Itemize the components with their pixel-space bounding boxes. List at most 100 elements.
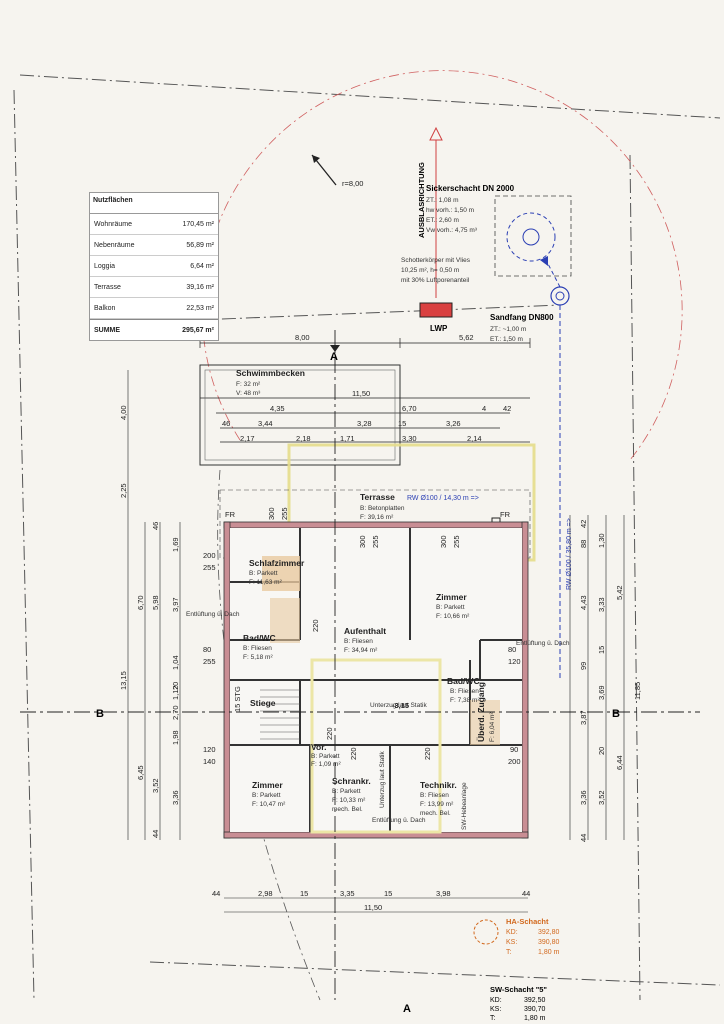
opening-220-3: 220 [349,747,358,760]
room-zimmer2-b: B: Parkett [252,792,281,799]
dim-right-5: 3,33 [597,597,606,612]
room-aufenthalt-f: F: 34,94 m² [344,647,378,654]
room-schlafzimmer-name: Schlafzimmer [249,558,305,568]
sw-schacht-block: SW-Schacht "5" KD: 392,50 KS: 390,70 T: … [490,985,547,1022]
dim-left-3: 6,70 [136,595,145,610]
room-badwc1-b: B: Fliesen [243,645,272,652]
fr-label-2: FR [500,510,511,519]
room-badwc2-b: B: Fliesen [450,688,479,695]
opening-220-4: 220 [423,747,432,760]
dim-top-17: 4 [482,404,486,413]
row-value: 39,16 m² [186,283,214,291]
row-label: Nebenräume [94,241,135,249]
room-stiege-name: Stiege [250,698,276,708]
dim-top-14: 2,14 [467,434,482,443]
zugang-highlight [470,700,500,745]
dim-left-12: 2,70 [171,705,180,720]
room-badwc1-f: F: 5,18 m² [243,654,273,661]
sandfang-l1: ZT.: ~1,00 m [490,326,526,333]
schotter-l3: mit 30% Luftporenanteil [401,277,470,284]
room-badwc2-name: Bad/WC [447,676,480,686]
dim-left-14: 3,52 [151,778,160,793]
dim-top-6: 42 [503,404,511,413]
dim-top-8: 3,28 [357,419,372,428]
rw-pipe-to-sickerschacht [545,259,561,288]
dim-left-6: 46 [151,522,160,530]
dim-top-13: 3,30 [402,434,417,443]
dim-right-8: 3,69 [597,685,606,700]
note-unterzug-1: Unterzug laut Statik [370,702,427,709]
ha-ks-label: KS: [506,939,517,946]
opening-300-3: 300 [439,535,448,548]
room-aufenthalt-name: Aufenthalt [344,626,386,636]
section-b-right: B [612,708,620,720]
lwp-label: LWP [430,324,448,333]
note-unterzug-2: Unterzug laut Statik [379,751,386,808]
dim-top-9: 3,26 [446,419,461,428]
dim-right-16: 20 [597,747,606,755]
pool [199,364,401,466]
dim-bottom-5: 15 [384,889,392,898]
sickerschacht-circle [506,212,556,262]
room-technik-m: mech. Bel. [420,810,451,817]
room-zimmer1-name: Zimmer [436,592,467,602]
opening-120-2: 120 [203,745,216,754]
opening-255-2: 255 [203,657,216,666]
right-dimension-lines [569,515,625,840]
lwp-unit [419,302,453,318]
dim-bottom-3: 15 [300,889,308,898]
sickerschacht-l2: hw vorh.: 1,50 m [426,207,474,214]
room-schrankr-name: Schrankr. [332,776,371,786]
section-a-top: A [330,351,338,363]
dim-right-15: 99 [579,662,588,670]
opening-220-1: 220 [311,619,320,632]
room-vor-f: F: 1,09 m² [311,761,341,768]
opening-300-1: 300 [267,507,276,520]
schlafzimmer-highlight [262,556,300,591]
dim-right-14: 15 [597,646,606,654]
dim-top-10: 2,17 [240,434,255,443]
sw-ks-value: 390,70 [524,1006,546,1013]
dim-left-15: 3,36 [171,790,180,805]
dim-right-2: 88 [579,540,588,548]
dim-bottom-8: 11,50 [364,903,382,912]
room-schlafzimmer-f: F: 11,63 m² [249,579,283,586]
dim-right-12: 3,36 [579,790,588,805]
schotter-block: Schotterkörper mit Vlies 10,25 m², h= 0,… [401,257,471,284]
room-schrankr-m: mech. Bel. [332,806,363,813]
room-vor-name: Vor. [311,742,326,752]
dim-right-6: 5,42 [615,585,624,600]
dim-left-1: 4,00 [119,405,128,420]
room-zimmer1-b: B: Parkett [436,604,465,611]
ha-kd-label: KD: [506,929,518,936]
terrace-f: F: 39,16 m² [360,514,394,521]
row-value: 6,64 m² [190,262,214,270]
dim-top-5: 6,70 [402,404,417,413]
stairs-steps-label: 15 STG [233,686,242,712]
level-marker: -3,15 [392,701,409,710]
ha-schacht-title: HA-Schacht [506,917,549,926]
dim-bottom-6: 3,98 [436,889,451,898]
ha-t-value: 1,80 m [538,949,560,956]
sw-kd-label: KD: [490,997,502,1004]
room-technik-b: B: Fliesen [420,792,449,799]
room-badwc1-name: Bad/WC [243,633,276,643]
dim-left-13: 1,98 [171,730,180,745]
note-entlueftung-3: Entlüftung ü. Dach [372,817,426,824]
dim-right-4: 4,43 [579,595,588,610]
sickerschacht-box [494,195,572,277]
schotter-l1: Schotterkörper mit Vlies [401,257,471,264]
dim-top-15: 46 [222,419,230,428]
left-dimension-lines [127,370,181,840]
dim-top-4: 4,35 [270,404,285,413]
dim-bottom-2: 2,98 [258,889,273,898]
opening-90: 90 [510,745,518,754]
room-technik-f: F: 13,99 m² [420,801,454,808]
rw-pipe-arrowhead [540,256,548,266]
pool-v: V: 48 m³ [236,390,261,397]
room-zimmer1-f: F: 10,66 m² [436,613,470,620]
sickerschacht-block: Sickerschacht DN 2000 ZT.: 1,08 m hw vor… [426,184,515,234]
section-lines [20,330,700,1000]
table-sum-row: SUMME 295,67 m² [90,319,218,340]
section-b-left: B [96,708,104,720]
